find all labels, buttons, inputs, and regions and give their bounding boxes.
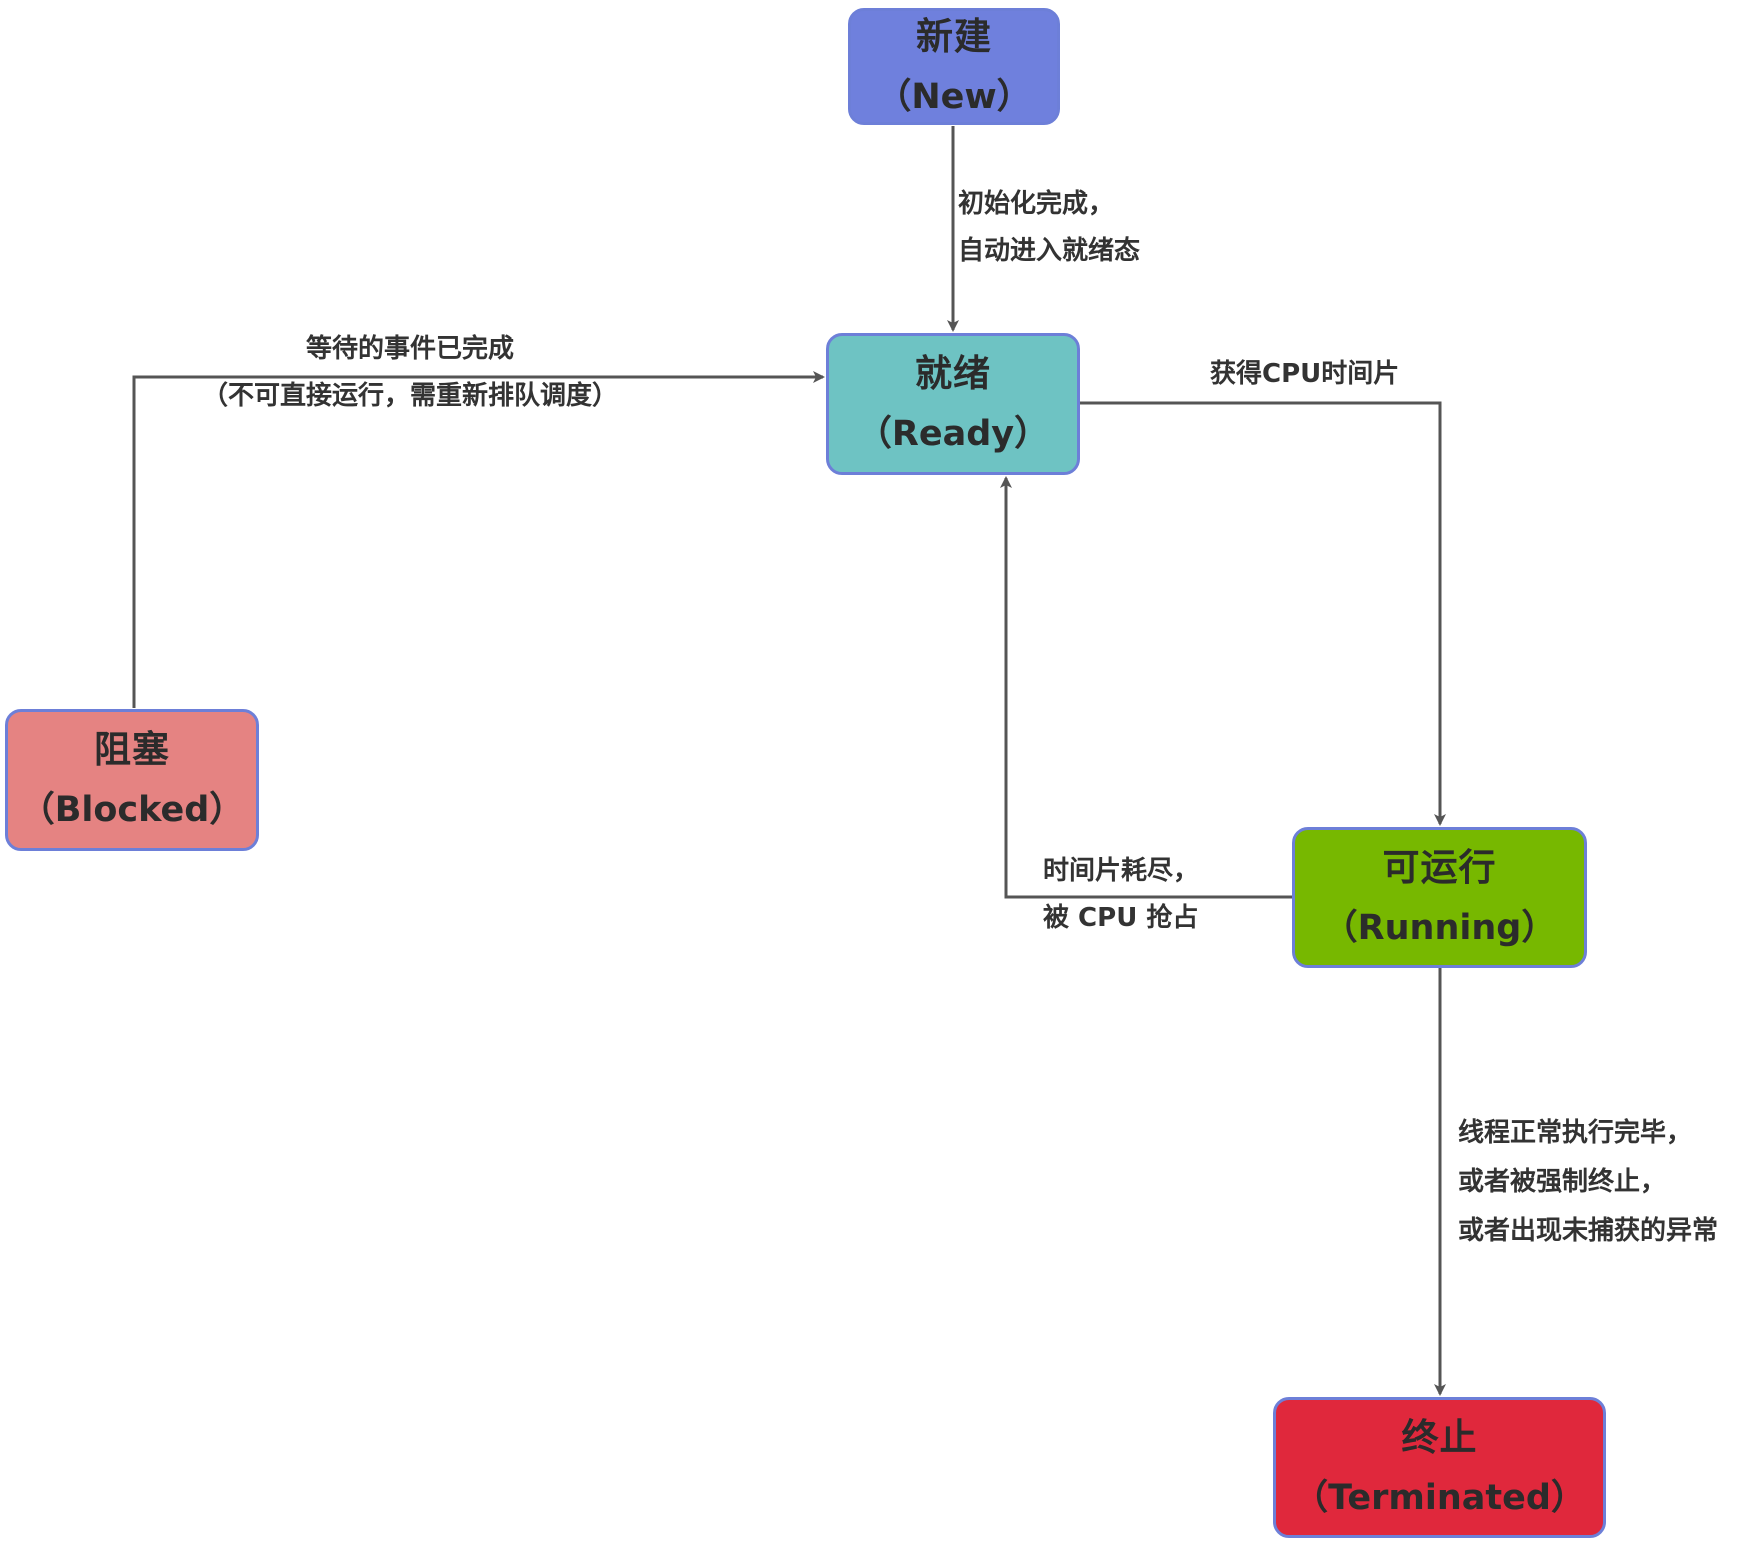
state-ready: 就绪 （Ready） bbox=[826, 333, 1080, 475]
state-terminated: 终止 （Terminated） bbox=[1273, 1397, 1606, 1538]
label-ready-to-running-line-1: 获得CPU时间片 bbox=[1210, 359, 1400, 389]
state-running-name: 可运行 bbox=[1382, 845, 1497, 889]
state-new-en: （New） bbox=[876, 76, 1032, 117]
state-blocked-name: 阻塞 bbox=[94, 728, 170, 771]
label-ready-to-running: 获得CPU时间片 bbox=[1210, 351, 1399, 398]
label-running-to-ready: 时间片耗尽， 被 CPU 抢占 bbox=[1043, 848, 1199, 942]
label-blocked-to-ready-line-1: 等待的事件已完成 bbox=[305, 334, 514, 364]
state-new-name: 新建 bbox=[916, 14, 992, 58]
label-running-to-ready-line-1: 时间片耗尽， bbox=[1043, 856, 1200, 886]
state-terminated-en: （Terminated） bbox=[1293, 1477, 1586, 1518]
label-new-to-ready-line-2: 自动进入就绪态 bbox=[958, 236, 1141, 266]
edge-ready-to-running bbox=[1080, 401, 1446, 826]
label-running-to-terminated-line-1: 线程正常执行完毕， bbox=[1458, 1118, 1693, 1148]
state-blocked-en: （Blocked） bbox=[19, 790, 245, 830]
label-running-to-ready-line-2: 被 CPU 抢占 bbox=[1043, 903, 1199, 933]
label-running-to-terminated-line-2: 或者被强制终止， bbox=[1458, 1167, 1667, 1197]
label-blocked-to-ready: 等待的事件已完成 （不可直接运行，需重新排队调度） bbox=[185, 326, 635, 420]
label-new-to-ready: 初始化完成， 自动进入就绪态 bbox=[958, 181, 1140, 275]
state-running-en: （Running） bbox=[1322, 907, 1557, 948]
state-running: 可运行 （Running） bbox=[1292, 827, 1587, 968]
label-running-to-terminated: 线程正常执行完毕， 或者被强制终止， 或者出现未捕获的异常 bbox=[1458, 1109, 1718, 1256]
label-running-to-terminated-line-3: 或者出现未捕获的异常 bbox=[1458, 1216, 1719, 1246]
edge-running-to-ready bbox=[1000, 476, 1292, 899]
state-ready-name: 就绪 bbox=[915, 352, 991, 395]
label-new-to-ready-line-1: 初始化完成， bbox=[958, 189, 1115, 219]
state-terminated-name: 终止 bbox=[1401, 1415, 1478, 1459]
state-new: 新建 （New） bbox=[848, 8, 1060, 125]
state-ready-en: （Ready） bbox=[856, 414, 1050, 454]
state-blocked: 阻塞 （Blocked） bbox=[5, 709, 259, 851]
label-blocked-to-ready-line-2: （不可直接运行，需重新排队调度） bbox=[201, 381, 618, 411]
edge-blocked-to-ready bbox=[132, 371, 825, 708]
